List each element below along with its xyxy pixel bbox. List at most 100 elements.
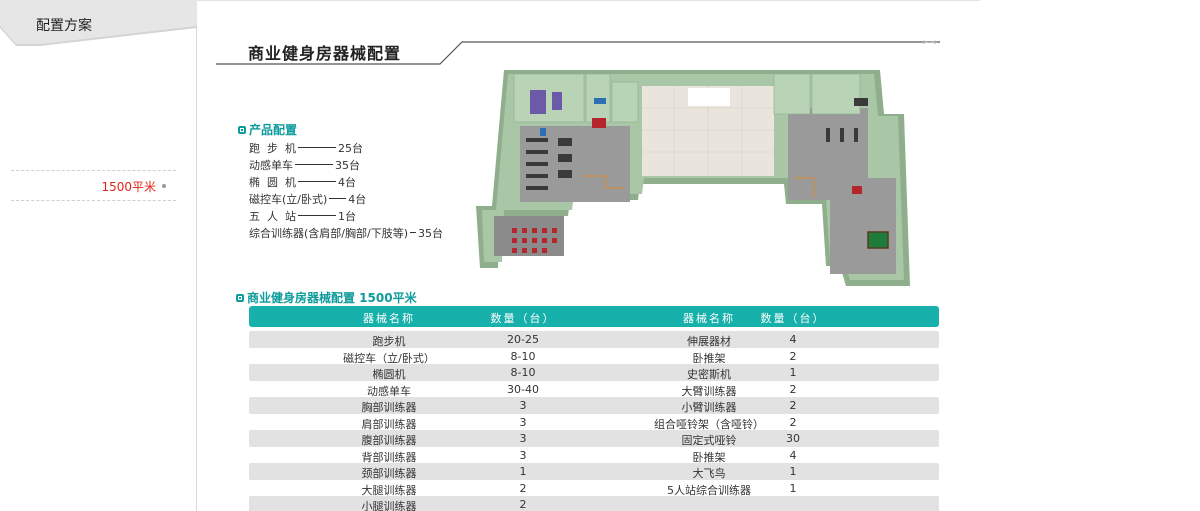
top-divider bbox=[197, 0, 980, 1]
product-config-heading-text: 产品配置 bbox=[249, 123, 298, 137]
table-section-heading-text: 商业健身房器械配置 1500平米 bbox=[247, 291, 417, 305]
sidebar: 配置方案 1500平米 bbox=[0, 0, 197, 511]
product-item: 椭 圆 机 4台 bbox=[249, 173, 459, 190]
table-cell: 椭圆机 bbox=[372, 368, 406, 381]
table-cell: 1 bbox=[519, 465, 527, 478]
product-config-heading: 产品配置 bbox=[238, 121, 297, 138]
table-cell: 肩部训练器 bbox=[361, 417, 417, 431]
product-item-name: 五 人 站 bbox=[249, 209, 296, 223]
table-header: 器械名称 数量（台） 器械名称 数量（台） bbox=[249, 306, 939, 327]
sidebar-item-1500[interactable]: 1500平米 bbox=[11, 170, 176, 201]
table-cell: 卧推架 bbox=[692, 351, 726, 365]
column-header: 数量（台） bbox=[490, 312, 556, 325]
table-row: 腹部训练器 3 固定式哑铃 30 bbox=[249, 430, 939, 447]
table-row: 跑步机 20-25 伸展器材 4 bbox=[249, 331, 939, 348]
table-row: 背部训练器 3 卧推架 4 bbox=[249, 447, 939, 464]
dash-line bbox=[298, 147, 336, 148]
table-row: 颈部训练器 1 大飞鸟 1 bbox=[249, 463, 939, 480]
square-bullet-icon bbox=[238, 125, 246, 134]
table-cell: 卧推架 bbox=[692, 450, 726, 464]
table-cell: 固定式哑铃 bbox=[681, 434, 737, 447]
table-body: 跑步机 20-25 伸展器材 4 磁控车（立/卧式） 8-10 卧推架 2 椭圆机 8-10 史密斯… bbox=[249, 331, 939, 511]
sidebar-tab-shape bbox=[0, 0, 197, 46]
cursor-mark-icon: ←→ bbox=[922, 38, 938, 48]
dash-line bbox=[298, 215, 336, 216]
table-cell: 3 bbox=[519, 432, 527, 445]
table-cell: 1 bbox=[789, 481, 797, 495]
page-title: 商业健身房器械配置 bbox=[248, 44, 402, 63]
table-cell: 磁控车（立/卧式） bbox=[343, 351, 435, 365]
product-item-name: 椭 圆 机 bbox=[249, 175, 296, 189]
product-item: 跑 步 机 25台 bbox=[249, 139, 459, 156]
table-cell: 1 bbox=[789, 366, 797, 379]
column-header: 器械名称 bbox=[683, 312, 735, 325]
heading-underline bbox=[216, 41, 940, 65]
product-item-value: 25台 bbox=[338, 141, 363, 155]
table-row: 磁控车（立/卧式） 8-10 卧推架 2 bbox=[249, 348, 939, 365]
table-cell: 5人站综合训练器 bbox=[667, 483, 751, 497]
column-header: 器械名称 bbox=[363, 312, 415, 325]
table-cell: 小臂训练器 bbox=[681, 401, 737, 414]
table-row: 小腿训练器 2 bbox=[249, 496, 939, 511]
gym-floor-plan-image bbox=[476, 70, 910, 286]
table-cell: 背部训练器 bbox=[361, 450, 417, 464]
product-item-value: 35台 bbox=[418, 226, 443, 240]
table-cell: 3 bbox=[519, 415, 527, 429]
table-cell: 颈部训练器 bbox=[361, 467, 417, 480]
table-section-heading: 商业健身房器械配置 1500平米 bbox=[236, 289, 417, 306]
table-cell: 4 bbox=[789, 448, 797, 462]
table-row: 动感单车 30-40 大臂训练器 2 bbox=[249, 381, 939, 398]
table-cell: 30 bbox=[786, 432, 800, 445]
table-cell: 8-10 bbox=[510, 366, 536, 379]
product-item-value: 35台 bbox=[335, 158, 360, 172]
table-cell: 8-10 bbox=[510, 349, 536, 363]
table-cell: 伸展器材 bbox=[687, 335, 731, 348]
table-cell: 小腿训练器 bbox=[361, 500, 417, 511]
table-cell: 大臂训练器 bbox=[681, 384, 737, 398]
table-cell: 4 bbox=[789, 333, 797, 346]
table-cell: 3 bbox=[519, 399, 527, 412]
table-cell: 跑步机 bbox=[372, 335, 406, 348]
table-cell: 胸部训练器 bbox=[361, 401, 417, 414]
table-cell: 2 bbox=[519, 498, 527, 511]
product-item-name: 磁控车(立/卧式) bbox=[249, 192, 328, 206]
table-row: 肩部训练器 3 组合哑铃架（含哑铃） 2 bbox=[249, 414, 939, 431]
square-bullet-icon bbox=[236, 293, 244, 302]
table-cell: 3 bbox=[519, 448, 527, 462]
dash-line bbox=[410, 232, 416, 233]
table-cell: 2 bbox=[789, 415, 797, 429]
bullet-icon bbox=[162, 184, 166, 188]
dash-line bbox=[329, 198, 347, 199]
product-item-value: 1台 bbox=[338, 209, 356, 223]
table-cell: 2 bbox=[789, 382, 797, 396]
table-cell: 20-25 bbox=[507, 333, 539, 346]
sidebar-tab[interactable]: 配置方案 bbox=[0, 0, 197, 48]
table-cell: 史密斯机 bbox=[687, 368, 731, 381]
table-cell: 2 bbox=[789, 399, 797, 412]
section-heading: 商业健身房器械配置 ←→ bbox=[216, 36, 940, 68]
table-cell: 大腿训练器 bbox=[361, 483, 417, 497]
product-item-name: 跑 步 机 bbox=[249, 141, 296, 155]
dash-line bbox=[298, 181, 336, 182]
table-cell: 组合哑铃架（含哑铃） bbox=[654, 417, 764, 431]
sidebar-item-label: 1500平米 bbox=[101, 180, 156, 194]
table-cell: 30-40 bbox=[507, 382, 539, 396]
column-header: 数量（台） bbox=[760, 312, 826, 325]
table-cell: 2 bbox=[519, 481, 527, 495]
product-item: 五 人 站 1台 bbox=[249, 207, 459, 224]
table-cell: 2 bbox=[789, 349, 797, 363]
product-item-value: 4台 bbox=[348, 192, 367, 206]
dash-line bbox=[295, 164, 333, 165]
product-item: 磁控车(立/卧式) 4台 bbox=[249, 190, 459, 207]
equipment-config-table: 器械名称 数量（台） 器械名称 数量（台） 跑步机 20-25 伸展器材 4 磁控车（立… bbox=[249, 306, 939, 511]
product-item-name: 综合训练器(含肩部/胸部/下肢等) bbox=[249, 226, 408, 240]
table-cell: 动感单车 bbox=[367, 384, 411, 398]
sidebar-tab-label: 配置方案 bbox=[36, 18, 92, 34]
table-cell: 1 bbox=[789, 465, 797, 478]
table-cell: 腹部训练器 bbox=[361, 434, 417, 447]
product-item-value: 4台 bbox=[338, 175, 356, 189]
table-cell: 大飞鸟 bbox=[692, 467, 726, 480]
table-row: 大腿训练器 2 5人站综合训练器 1 bbox=[249, 480, 939, 497]
